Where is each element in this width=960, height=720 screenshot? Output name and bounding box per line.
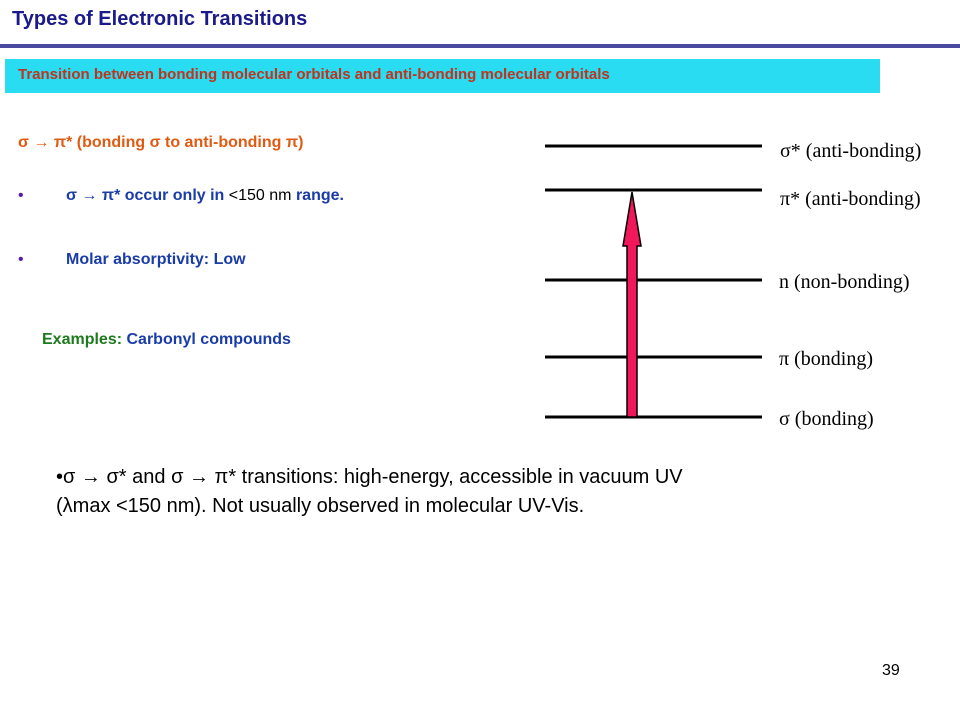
subtitle-banner (5, 59, 880, 93)
title-divider (0, 44, 960, 48)
level-label-sigma-star: σ* (anti-bonding) (780, 140, 921, 162)
bullet-range-value: <150 nm (228, 187, 292, 204)
level-label-pi-star: π* (anti-bonding) (780, 188, 921, 210)
level-label-sigma: σ (bonding) (779, 408, 874, 430)
bullet-range-word: range. (295, 187, 344, 204)
bullet-transition-text: σ → π* occur only in (66, 187, 225, 204)
transition-note: •σ → σ* and σ → π* transitions: high-ene… (56, 466, 683, 517)
level-label-pi: π (bonding) (779, 348, 873, 370)
examples-line: Examples: Carbonyl compounds (42, 331, 291, 349)
level-label-n: n (non-bonding) (779, 271, 910, 293)
transition-arrow (622, 191, 642, 418)
transition-heading: σ → π* (bonding σ to anti-bonding π) (18, 134, 304, 151)
bullet-occurrence-range: σ → π* occur only in <150 nm range. (66, 187, 344, 205)
slide-title: Types of Electronic Transitions (12, 8, 308, 30)
examples-value: Carbonyl compounds (126, 331, 291, 348)
bullet-marker: • (18, 187, 24, 204)
bullet-molar-absorptivity: Molar absorptivity: Low (66, 251, 246, 268)
examples-label: Examples: (42, 331, 123, 348)
subtitle-banner-text: Transition between bonding molecular orb… (18, 66, 610, 83)
page-number: 39 (882, 662, 900, 679)
bullet-marker: • (18, 251, 24, 268)
